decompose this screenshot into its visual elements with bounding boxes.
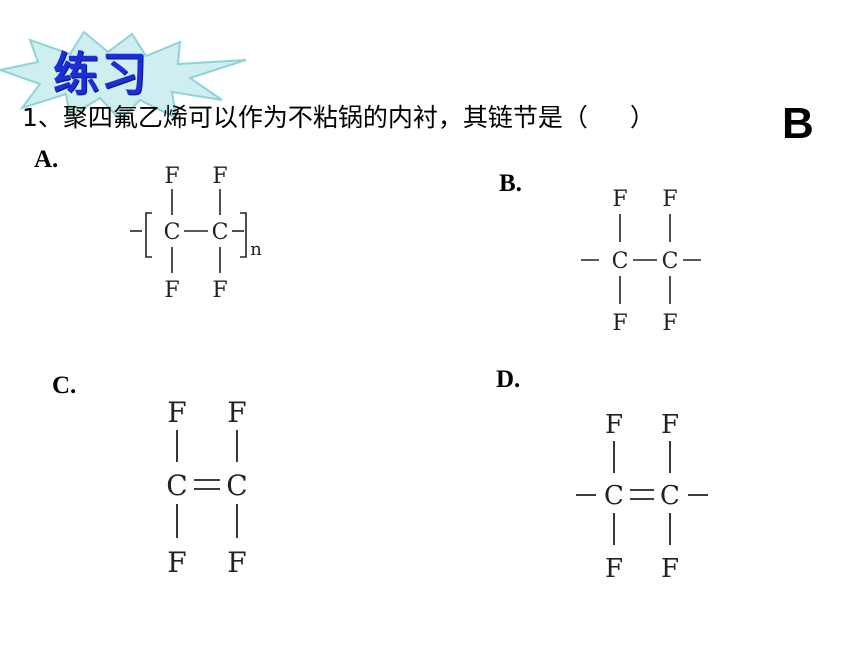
option-b-label: B.	[499, 170, 522, 197]
option-c-label: C.	[52, 372, 77, 399]
option-a-subscript-n: n	[250, 239, 262, 260]
option-c-fluorine-top-right: F	[227, 396, 246, 429]
slide-title: 练习	[53, 47, 149, 101]
option-a-fluorine-bottom-right: F	[212, 278, 227, 303]
option-a-label: A.	[34, 146, 59, 173]
option-d-label: D.	[496, 366, 521, 393]
option-c-fluorine-top-left: F	[167, 396, 186, 429]
option-d-fluorine-bottom-left: F	[605, 554, 623, 584]
option-a-carbon-left: C	[164, 220, 181, 245]
option-b-carbon-left: C	[612, 249, 629, 274]
option-c-carbon-left: C	[166, 469, 187, 502]
option-b-structure: F F C C F F	[581, 187, 701, 336]
question-stem: 1、聚四氟乙烯可以作为不粘锅的内衬，其链节是（	[22, 103, 588, 132]
option-c-carbon-right: C	[226, 469, 247, 502]
option-d-fluorine-top-right: F	[661, 410, 679, 440]
option-d-fluorine-bottom-right: F	[661, 554, 679, 584]
option-b-carbon-right: C	[662, 249, 679, 274]
option-b-fluorine-top-left: F	[612, 187, 627, 212]
option-a-fluorine-top-right: F	[212, 164, 227, 189]
option-c-fluorine-bottom-left: F	[167, 546, 186, 579]
title-burst-shape	[0, 30, 247, 122]
option-d-fluorine-top-left: F	[605, 410, 623, 440]
option-b-fluorine-bottom-left: F	[612, 311, 627, 336]
option-a-carbon-right: C	[212, 220, 229, 245]
option-d-carbon-left: C	[604, 481, 624, 511]
option-c-fluorine-bottom-right: F	[227, 546, 246, 579]
option-d-carbon-right: C	[660, 481, 680, 511]
option-a-structure: F F C C F F n	[130, 164, 262, 303]
option-a-fluorine-top-left: F	[164, 164, 179, 189]
answer-letter: B	[782, 99, 814, 148]
option-c-structure: F F C C F F	[166, 396, 247, 579]
option-b-fluorine-bottom-right: F	[662, 311, 677, 336]
option-b-fluorine-top-right: F	[662, 187, 677, 212]
option-d-structure: F F C C F F	[576, 410, 708, 584]
question-text: 1、聚四氟乙烯可以作为不粘锅的内衬，其链节是（ ）	[22, 98, 655, 134]
option-a-fluorine-bottom-left: F	[164, 278, 179, 303]
question-close-paren: ）	[629, 103, 655, 132]
